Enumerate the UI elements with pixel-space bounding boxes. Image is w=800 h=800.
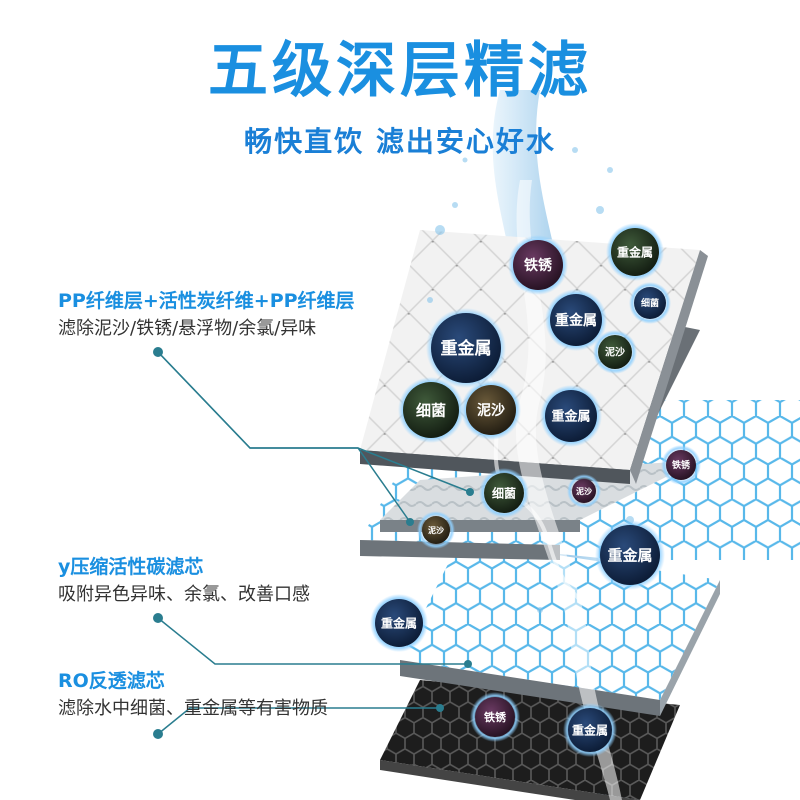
layer-1-title: PP纤维层+活性炭纤维+PP纤维层: [58, 290, 355, 312]
page-title: 五级深层精滤: [208, 36, 592, 106]
contaminant-ball-rust: 铁锈: [470, 692, 520, 742]
contaminant-ball-heavy-metal: 重金属: [370, 594, 428, 652]
contaminant-ball-bacteria: 细菌: [398, 377, 464, 443]
contaminant-label: 细菌: [641, 297, 659, 309]
contaminant-label: 铁锈: [484, 710, 507, 724]
contaminant-label: 重金属: [381, 615, 417, 630]
contaminant-label: 重金属: [555, 312, 597, 329]
connector-end-dots: [406, 488, 474, 712]
contaminant-label: 重金属: [551, 409, 590, 425]
contaminant-label: 细菌: [416, 401, 446, 419]
layer-3-desc: 滤除水中细菌、重金属等有害物质: [58, 698, 328, 719]
contaminant-ball-sediment: 泥沙: [593, 330, 637, 374]
contaminant-label: 重金属: [617, 244, 653, 259]
contaminant-label: 重金属: [572, 722, 608, 737]
contaminant-label: 泥沙: [576, 486, 592, 496]
contaminant-ball-rust: 铁锈: [661, 445, 701, 485]
contaminant-ball-heavy-metal: 重金属: [563, 703, 617, 757]
contaminant-ball-heavy-metal: 重金属: [426, 308, 506, 388]
layer-2-title: y压缩活性碳滤芯: [58, 556, 204, 578]
contaminant-ball-heavy-metal: 重金属: [545, 289, 607, 351]
contaminant-label: 重金属: [441, 338, 492, 359]
contaminant-ball-heavy-metal: 重金属: [595, 520, 665, 590]
contaminant-ball-rust: 铁锈: [508, 235, 568, 295]
contaminant-ball-heavy-metal: 重金属: [540, 385, 602, 447]
contaminant-label: 细菌: [492, 485, 516, 500]
layer-1-desc: 滤除泥沙/铁锈/悬浮物/余氯/异味: [58, 318, 317, 339]
layer-2-desc: 吸附异色异味、余氯、改善口感: [58, 584, 310, 605]
contaminant-label: 铁锈: [524, 257, 553, 274]
contaminant-label: 泥沙: [428, 525, 444, 535]
page-subtitle: 畅快直饮 滤出安心好水: [244, 125, 556, 158]
contaminant-ball-sediment: 泥沙: [567, 474, 601, 508]
contaminant-ball-heavy-metal: 重金属: [606, 223, 664, 281]
contaminant-ball-sediment: 泥沙: [417, 511, 455, 549]
contaminant-ball-sediment: 泥沙: [461, 380, 521, 440]
contaminant-label: 泥沙: [477, 402, 505, 419]
contaminant-label: 重金属: [607, 546, 652, 564]
contaminant-ball-bacteria: 细菌: [479, 468, 529, 518]
contaminant-ball-bacteria: 细菌: [629, 282, 671, 324]
layer-3-title: RO反透滤芯: [58, 670, 165, 692]
contaminant-label: 铁锈: [672, 459, 691, 471]
contaminant-label: 泥沙: [605, 346, 625, 359]
